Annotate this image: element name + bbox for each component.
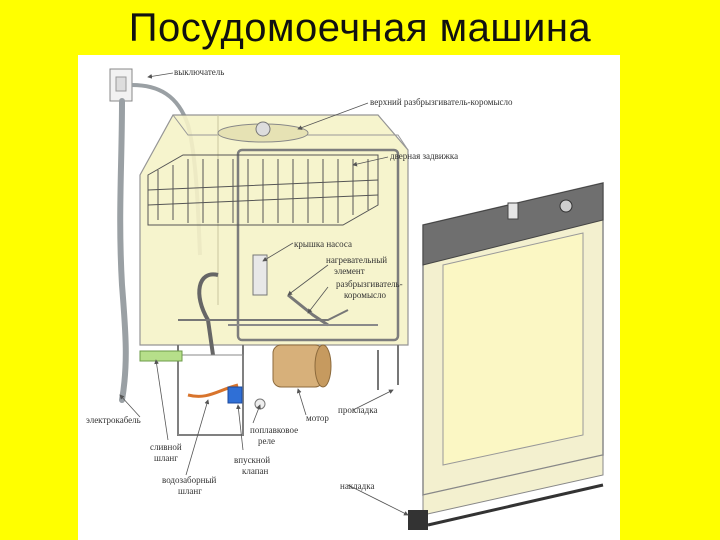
control-strip [422,182,604,266]
label-heater-line2: элемент [334,266,365,276]
dishwasher-diagram: выключатель верхний разбрызгиватель-коро… [86,67,604,530]
label-electric-cable: электрокабель [86,415,141,425]
tub-body [139,114,409,346]
pump-assembly [178,254,378,356]
wall-switch [109,68,133,102]
label-top-spray-arm: верхний разбрызгиватель-коромысло [370,97,513,107]
top-spray-arm [217,121,309,143]
label-float-switch-line2: реле [258,436,275,446]
label-pump-cover: крышка насоса [294,239,352,249]
label-drain-hose-line2: шланг [154,453,178,463]
label-inlet-valve-line1: впускной [234,455,270,465]
label-inlet-valve-line2: клапан [242,466,269,476]
dish-rack [147,154,379,226]
electric-cable [117,98,129,403]
label-door-latch: дверная задвижка [390,151,458,161]
leader-lines [119,72,409,516]
slide-title: Посудомоечная машина [128,6,592,50]
diagram-panel: выключатель верхний разбрызгиватель-коро… [78,55,620,540]
label-drain-hose-line1: сливной [150,442,182,452]
label-intake-hose-line2: шланг [178,486,202,496]
base-frame [177,345,399,436]
label-intake-hose-line1: водозаборный [162,475,217,485]
wires [187,383,239,398]
drain-pipe [139,350,183,362]
label-float-switch-line1: поплавковое [250,425,298,435]
label-heater-line1: нагревательный [326,255,387,265]
label-spray-arm-line2: коромысло [344,290,386,300]
label-trim: накладка [340,481,374,491]
label-gasket: прокладка [338,405,378,415]
motor [272,344,332,388]
label-motor: мотор [306,413,329,423]
inlet-valve [227,386,243,404]
label-spray-arm-line1: разбрызгиватель- [336,279,403,289]
label-switch: выключатель [174,67,224,77]
dishwasher-door [408,182,604,530]
